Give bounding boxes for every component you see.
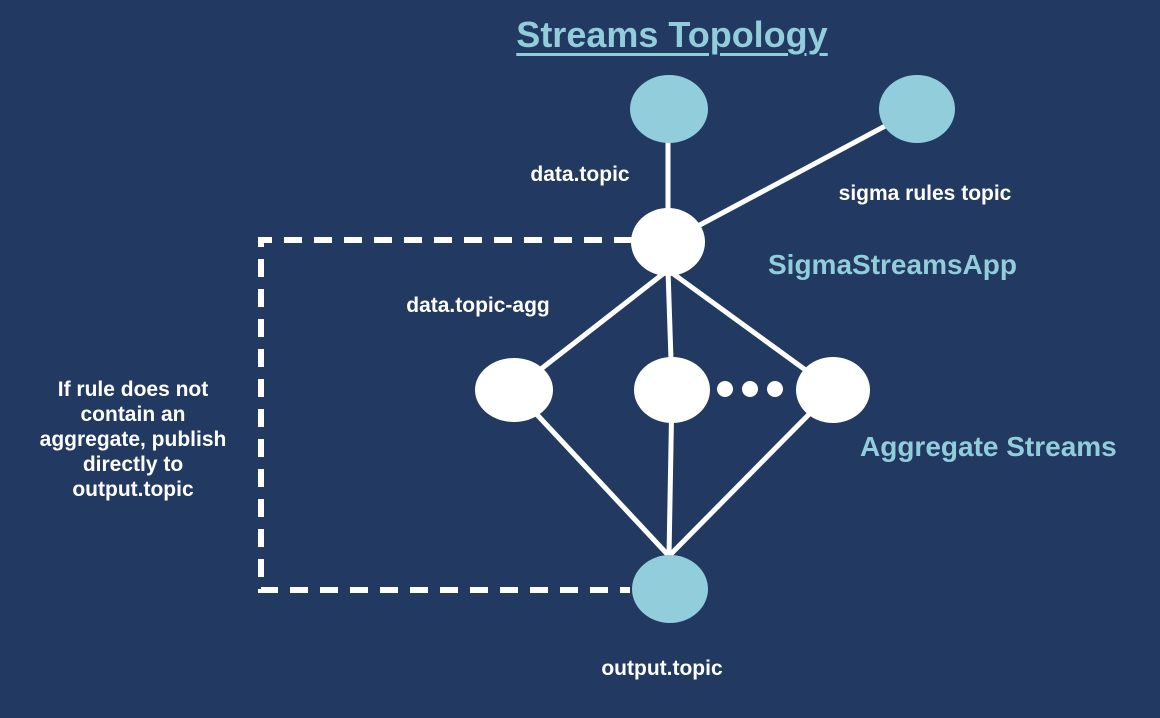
label-data-topic-agg: data.topic-agg [406,294,550,317]
bypass-note: If rule does not contain an aggregate, p… [39,378,227,501]
ellipsis-dot-2 [742,381,758,397]
label-data-topic: data.topic [530,163,630,186]
node-aggregate-stream-n [796,357,870,423]
node-output-topic [632,555,708,623]
edge-aggregate-1-to-output [512,388,671,558]
node-sigma-rules-topic [879,75,955,143]
page-title: Streams Topology [516,14,828,55]
label-sigma-rules-topic: sigma rules topic [838,182,1012,205]
ellipsis-dot-1 [717,381,733,397]
node-aggregate-stream-2 [634,357,710,423]
node-data-topic [630,75,708,143]
edge-sigma-rules-to-app [666,106,919,245]
label-output-topic: output.topic [601,657,723,680]
node-aggregate-stream-1 [475,358,553,422]
label-aggregate-streams: Aggregate Streams [860,431,1117,462]
node-sigma-streams-app [631,208,705,276]
edge-bypass-dashed-path [258,237,632,593]
ellipsis-dot-3 [767,381,783,397]
edge-aggregate-n-to-output [667,388,835,558]
label-sigma-streams-app: SigmaStreamsApp [768,249,1017,280]
